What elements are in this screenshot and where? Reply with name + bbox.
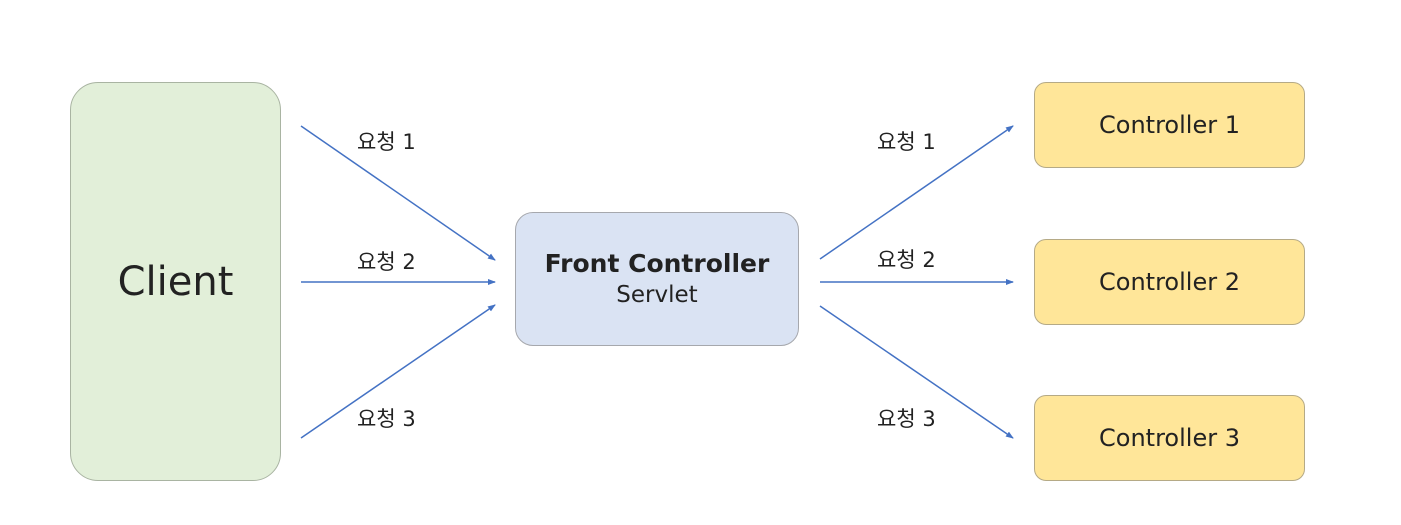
- left-request-3-label: 요청 3: [357, 407, 416, 431]
- right-request-2-label: 요청 2: [877, 248, 936, 272]
- controller-1-label: Controller 1: [1099, 111, 1240, 139]
- front-controller-box: Front Controller Servlet: [515, 212, 799, 346]
- controller-1-box: Controller 1: [1034, 82, 1305, 168]
- arrow-client-front-1: [300, 125, 496, 261]
- arrow-front-controller-1: [819, 125, 1014, 260]
- arrow-client-front-3: [300, 304, 496, 439]
- right-request-3-label: 요청 3: [877, 407, 936, 431]
- controller-3-label: Controller 3: [1099, 424, 1240, 452]
- client-label: Client: [117, 258, 234, 305]
- front-controller-title: Front Controller: [544, 249, 770, 278]
- client-box: Client: [70, 82, 281, 481]
- controller-2-box: Controller 2: [1034, 239, 1305, 325]
- left-request-1-label: 요청 1: [357, 130, 416, 154]
- front-controller-subtitle: Servlet: [616, 282, 698, 308]
- right-request-1-label: 요청 1: [877, 130, 936, 154]
- left-request-2-label: 요청 2: [357, 250, 416, 274]
- arrow-front-controller-3: [819, 305, 1014, 439]
- controller-3-box: Controller 3: [1034, 395, 1305, 481]
- controller-2-label: Controller 2: [1099, 268, 1240, 296]
